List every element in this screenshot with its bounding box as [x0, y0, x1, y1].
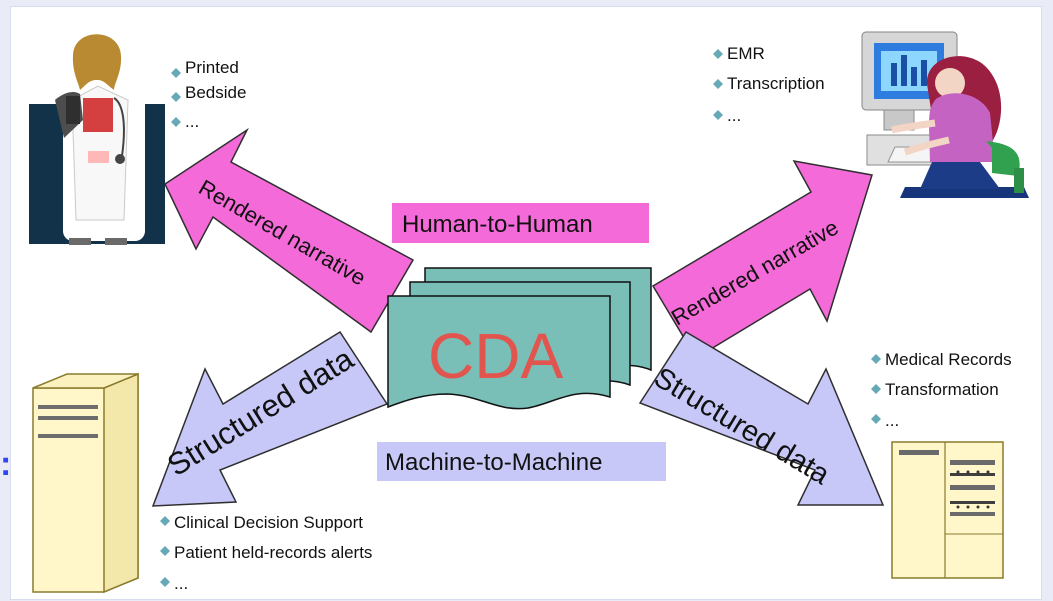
top-right-list: EMR Transcription ... — [713, 44, 825, 125]
structured-data-right-arrow: Structured data — [638, 330, 885, 506]
list-item-text: Transformation — [885, 380, 999, 399]
cda-label: CDA — [428, 320, 563, 392]
list-item: ... — [171, 112, 199, 131]
list-item-text: Patient held-records alerts — [174, 543, 372, 562]
diamond-bullet-icon — [713, 79, 723, 89]
bottom-right-list: Medical Records Transformation ... — [871, 350, 1012, 430]
diamond-bullet-icon — [713, 49, 723, 59]
rendered-narrative-left-arrow: Rendered narrative — [164, 127, 415, 334]
machine-icon — [891, 441, 1004, 579]
list-item: Patient held-records alerts — [160, 543, 372, 562]
list-item-text: Clinical Decision Support — [174, 513, 363, 532]
machine-banner: Machine-to-Machine — [385, 449, 602, 476]
list-item: Transcription — [713, 74, 825, 93]
diamond-bullet-icon — [871, 384, 881, 394]
human-banner: Human-to-Human — [402, 211, 593, 238]
list-item-text: Bedside — [185, 83, 246, 102]
computer-user-icon — [861, 31, 1029, 198]
list-item-text: EMR — [727, 44, 765, 63]
diamond-bullet-icon — [171, 92, 181, 102]
diamond-bullet-icon — [171, 68, 181, 78]
list-item: Clinical Decision Support — [160, 513, 363, 532]
server-icon — [32, 372, 139, 594]
list-item-text: ... — [885, 411, 899, 430]
diamond-bullet-icon — [160, 577, 170, 587]
diamond-bullet-icon — [160, 546, 170, 556]
list-item: Transformation — [871, 380, 999, 399]
list-item-text: ... — [727, 106, 741, 125]
list-item-text: Printed — [185, 58, 239, 77]
list-item-text: Transcription — [727, 74, 825, 93]
cda-document-stack: CDA — [387, 267, 652, 410]
diamond-bullet-icon — [160, 516, 170, 526]
left-marker: : — [0, 445, 11, 483]
list-item-text: ... — [174, 574, 188, 593]
diamond-bullet-icon — [171, 117, 181, 127]
diamond-bullet-icon — [871, 354, 881, 364]
list-item: ... — [871, 411, 899, 430]
top-left-list: Printed Bedside ... — [171, 58, 246, 131]
list-item-text: Medical Records — [885, 350, 1012, 369]
diamond-bullet-icon — [871, 414, 881, 424]
list-item: ... — [160, 574, 188, 593]
doctor-icon — [29, 34, 165, 245]
human-banner-box — [392, 203, 649, 243]
list-item: ... — [713, 106, 741, 125]
list-item: EMR — [713, 44, 765, 63]
list-item: Bedside — [171, 83, 246, 102]
rendered-narrative-right-arrow: Rendered narrative — [651, 159, 873, 360]
list-item: Printed — [171, 58, 239, 78]
machine-banner-box — [377, 442, 666, 481]
structured-data-left-arrow: Structured data — [151, 330, 389, 507]
list-item-text: ... — [185, 112, 199, 131]
bottom-left-list: Clinical Decision Support Patient held-r… — [160, 513, 372, 593]
diamond-bullet-icon — [713, 110, 723, 120]
list-item: Medical Records — [871, 350, 1012, 369]
